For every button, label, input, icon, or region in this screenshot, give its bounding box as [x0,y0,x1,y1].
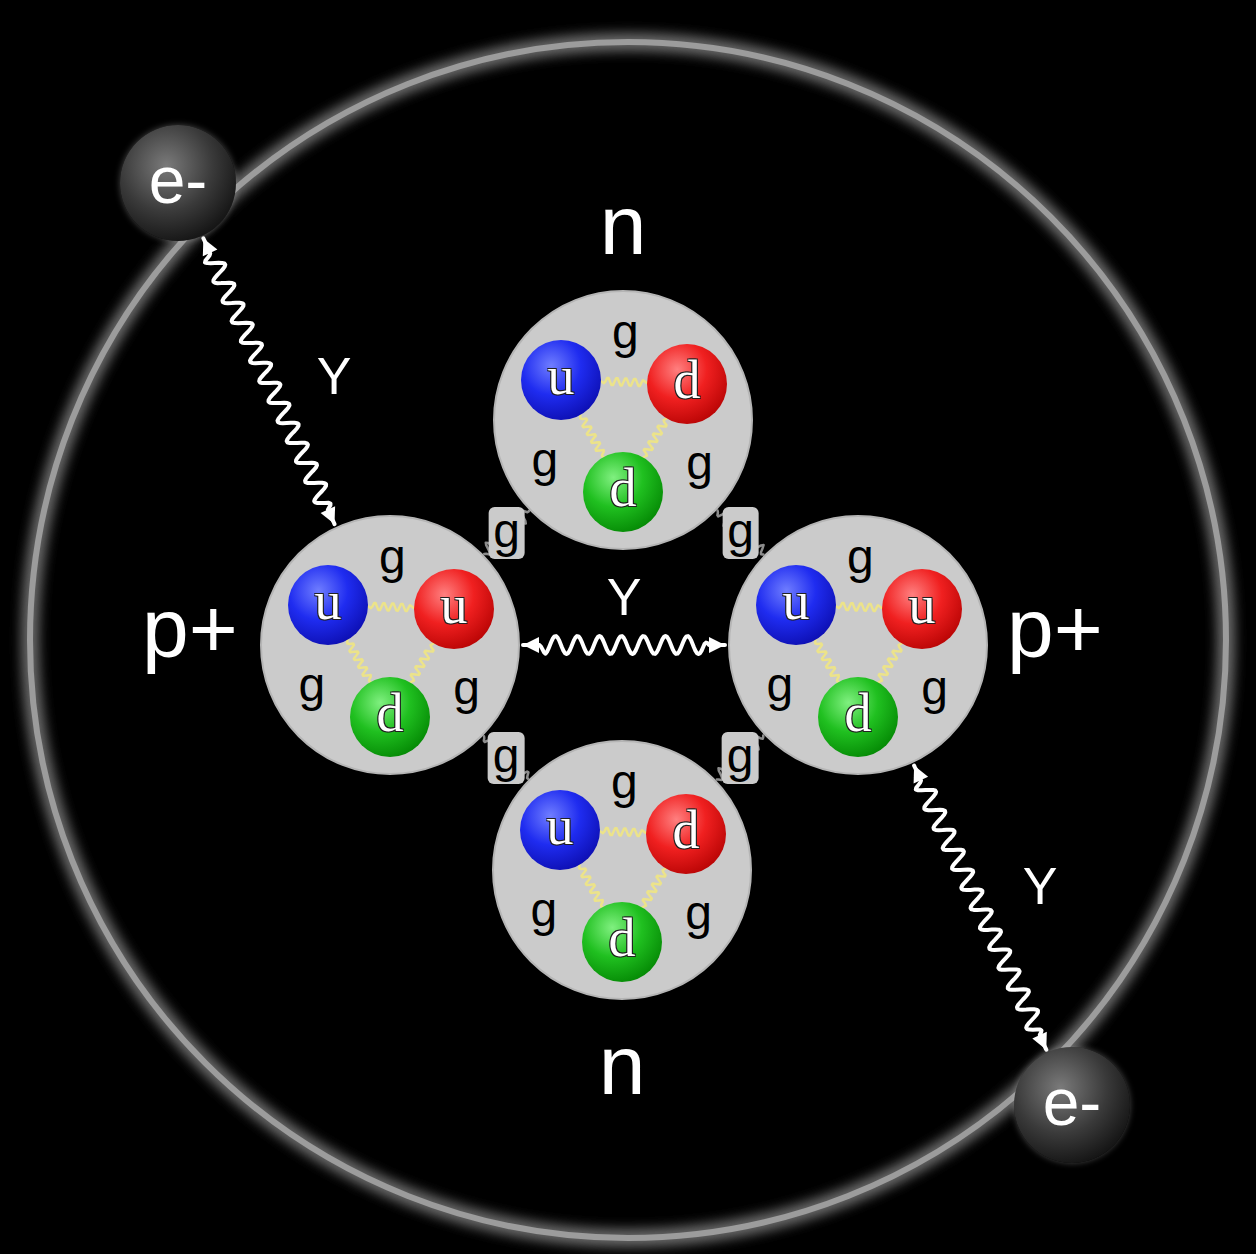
quark-label: u [783,574,810,628]
quark-label: d [610,461,637,515]
gluon-label: g [722,507,759,559]
quark-circle: d [818,677,898,757]
gluon-label: g [530,886,557,934]
nucleon-disc [494,291,752,549]
gluon-label: g [531,436,558,484]
nucleon-label: p+ [1007,586,1103,670]
photon-line-stroke [203,238,334,524]
arrow-head [321,506,336,524]
nucleon-label: n [600,183,647,267]
quark-label: d [845,686,872,740]
electron-label: e- [149,147,208,213]
arrow-head [709,637,725,653]
gluon-label: g [612,308,639,356]
quark-circle: d [646,794,726,874]
gluon-label: g [379,533,406,581]
quark-circle: u [521,340,601,420]
gluon-label: g [611,758,638,806]
quark-label: d [674,353,701,407]
arrow-head [914,766,929,784]
quark-circle: u [882,569,962,649]
gluon-label: g [686,439,713,487]
quark-label: d [673,803,700,857]
quark-circle: d [583,452,663,532]
gluon-label: g [685,889,712,937]
quark-label: u [547,799,574,853]
photon-line [523,636,725,654]
gluon-label: g [453,664,480,712]
nucleon-disc [493,741,751,999]
nucleon-disc [729,516,987,774]
orbit-glow [30,42,1226,1238]
photon-line-stroke [523,636,725,654]
gluon-label: g [488,507,525,559]
gluon-label: g [766,661,793,709]
nucleon-label: p+ [142,586,238,670]
quark-label: u [441,578,468,632]
photon-label: Y [317,350,352,402]
orbit-line [30,42,1226,1238]
nucleon-disc [261,516,519,774]
electron-label: e- [1043,1069,1102,1135]
electron-circle: e- [1014,1047,1130,1163]
gluon-label: g [298,661,325,709]
quark-label: u [909,578,936,632]
quark-label: u [548,349,575,403]
gluon-label: g [488,732,525,784]
electron-circle: e- [120,125,236,241]
quark-circle: d [647,344,727,424]
gluon-label: g [722,732,759,784]
quark-circle: d [582,902,662,982]
nucleon-label: n [599,1023,646,1107]
quark-label: d [377,686,404,740]
quark-circle: u [520,790,600,870]
quark-label: u [315,574,342,628]
photon-label: Y [1023,860,1058,912]
photon-line [203,238,335,524]
photon-label: Y [607,571,642,623]
quark-circle: u [756,565,836,645]
quark-circle: u [414,569,494,649]
quark-circle: u [288,565,368,645]
gluon-label: g [921,664,948,712]
arrow-head [523,637,539,653]
quark-label: d [609,911,636,965]
gluon-label: g [847,533,874,581]
arrow-head [1032,1032,1047,1050]
arrow-head [203,238,218,256]
quark-circle: d [350,677,430,757]
